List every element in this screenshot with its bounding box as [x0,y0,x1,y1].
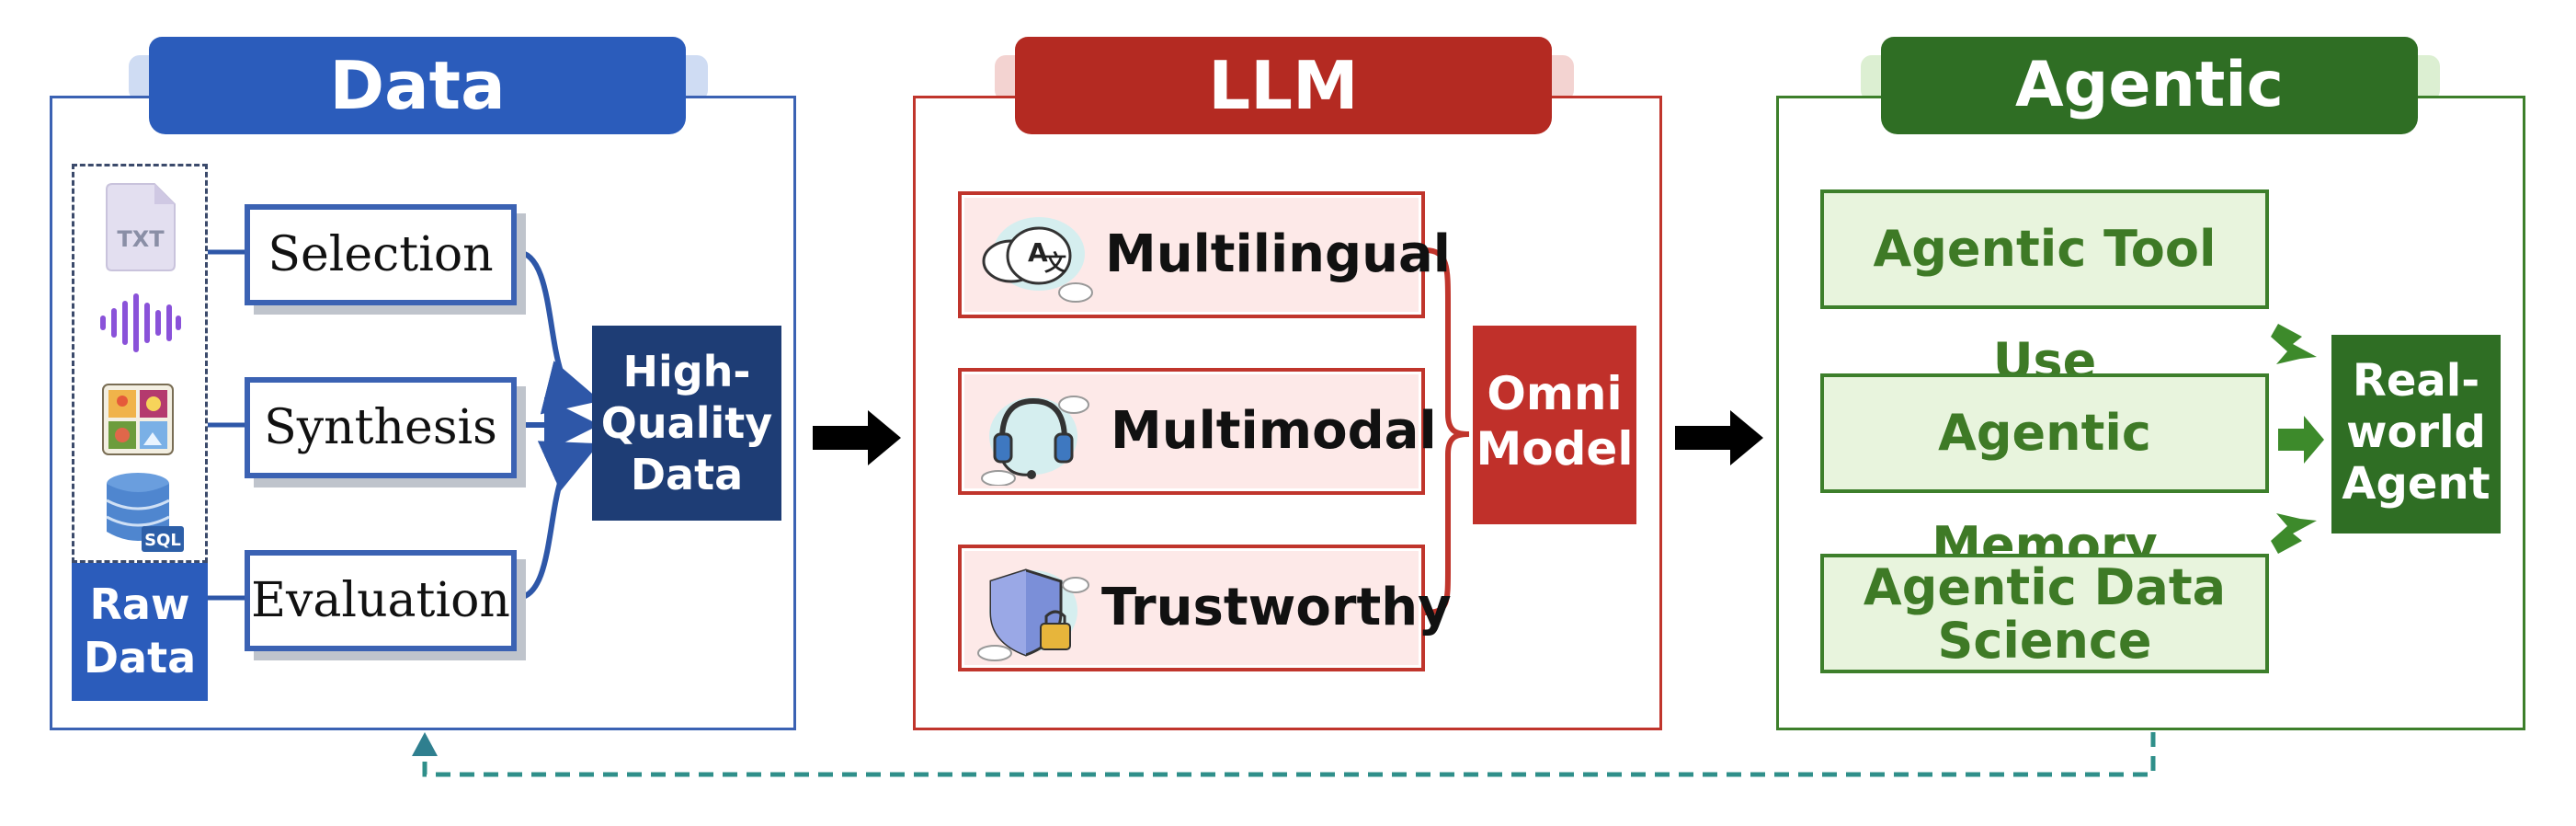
sql-label: SQL [144,531,181,550]
rwa-line-2: world [2346,407,2486,458]
hq-line-1: High- [622,347,751,396]
raw-data-label: Raw Data [72,563,208,701]
hq-line-2: Quality [600,398,773,448]
rwa-line-1: Real- [2352,355,2480,407]
data-title: Data [149,37,686,134]
llm-to-agent-arrow [1675,410,1763,465]
omni-model: Omni Model [1473,326,1636,524]
txt-label: TXT [117,226,165,252]
raw-to-steps-lines [208,249,245,601]
audio-wave-icon [100,293,181,352]
agent-arrows [2271,324,2324,554]
capability-multimodal: Multimodal [958,368,1437,495]
rwa-line-3: Agent [2342,458,2491,510]
omni-line-1: Omni [1487,367,1623,420]
agentic-tool-use: Agentic Tool Use [1820,189,2269,390]
svg-text:A: A [1028,237,1048,268]
headset-icon [981,396,1089,486]
llm-title: LLM [1015,37,1552,134]
high-quality-data: High- Quality Data [592,326,781,521]
steps-to-hq-arrows [516,249,601,601]
llm-brace [1424,247,1470,615]
raw-data-text: Raw Data [83,579,197,683]
svg-text:文: 文 [1044,250,1067,276]
capability-multilingual: A 文 Multilingual [958,191,1451,318]
multimodal-label: Multimodal [1111,401,1437,461]
trustworthy-label: Trustworthy [1101,578,1452,637]
feedback-arrowhead [412,732,438,756]
agentic-data-science: Agentic Data Science [1820,554,2269,673]
step-synthesis: Synthesis [245,377,517,478]
shield-lock-icon [977,568,1089,661]
raw-sources-group [72,164,208,563]
database-sql-icon: SQL [106,473,184,552]
agentic-data-line-1: Agentic Data [1863,558,2227,616]
step-evaluation: Evaluation [245,550,517,651]
omni-line-2: Model [1476,422,1634,476]
feedback-loop-line [422,732,2156,777]
agentic-memory: Agentic Memory [1820,373,2269,574]
data-to-llm-arrow [813,410,901,465]
hq-line-3: Data [630,450,744,499]
image-grid-icon [102,384,174,455]
agentic-data-line-2: Science [1937,612,2152,670]
step-selection: Selection [245,204,517,305]
multilingual-label: Multilingual [1105,224,1451,284]
capability-trustworthy: Trustworthy [958,545,1452,671]
real-world-agent: Real- world Agent [2331,335,2501,533]
text-file-icon: TXT [106,183,176,271]
translate-bubble-icon: A 文 [982,217,1093,303]
